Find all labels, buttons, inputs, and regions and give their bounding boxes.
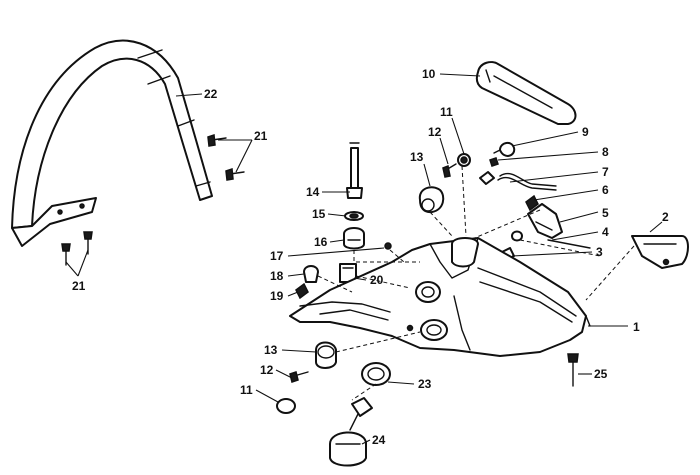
handle-hole-icon [79, 203, 85, 209]
handle-cover [475, 61, 577, 125]
grommet [361, 362, 391, 386]
housing-hole-icon [406, 324, 414, 332]
callout-23: 23 [418, 377, 432, 391]
callout-11-lower: 11 [240, 383, 253, 397]
handle-screws-top [207, 133, 245, 181]
side-plate [631, 235, 689, 269]
lower-damper-set [276, 341, 337, 414]
leader-lines [65, 73, 663, 445]
callout-9: 9 [582, 125, 589, 139]
callout-1: 1 [633, 320, 640, 334]
callout-22: 22 [204, 87, 218, 101]
callout-6: 6 [602, 183, 609, 197]
upper-damper-set [418, 153, 471, 214]
plate-hole-icon [662, 258, 670, 266]
front-handle-bar [11, 39, 213, 247]
bolt [567, 353, 579, 387]
callout-21-bottom: 21 [72, 279, 86, 293]
handle-screws-bottom [61, 231, 93, 266]
fuel-cap [329, 397, 373, 467]
callout-12-lower: 12 [260, 363, 274, 377]
callout-16: 16 [314, 235, 328, 249]
callout-12-upper: 12 [428, 125, 442, 139]
callout-19: 19 [270, 289, 284, 303]
callout-7: 7 [602, 165, 609, 179]
callout-15: 15 [312, 207, 326, 221]
callout-13-lower: 13 [264, 343, 278, 357]
callout-25: 25 [594, 367, 608, 381]
callouts: 1 2 3 4 5 6 7 8 9 10 11 12 13 14 15 16 1… [72, 67, 669, 447]
callout-17: 17 [270, 249, 284, 263]
main-housing [289, 237, 591, 357]
filter-and-hoses [479, 142, 557, 212]
callout-18: 18 [270, 269, 284, 283]
callout-14: 14 [306, 185, 320, 199]
callout-5: 5 [602, 206, 609, 220]
assembly-lines [317, 165, 635, 401]
callout-8: 8 [602, 145, 609, 159]
callout-11-upper: 11 [440, 105, 453, 119]
callout-13-upper: 13 [410, 150, 424, 164]
fuel-pickup [343, 142, 392, 250]
callout-2: 2 [662, 210, 669, 224]
callout-10: 10 [422, 67, 436, 81]
callout-20: 20 [370, 273, 384, 287]
callout-21-top: 21 [254, 129, 268, 143]
callout-24: 24 [372, 433, 386, 447]
handle-hole-icon [57, 209, 63, 215]
callout-4: 4 [602, 225, 609, 239]
callout-3: 3 [596, 245, 603, 259]
